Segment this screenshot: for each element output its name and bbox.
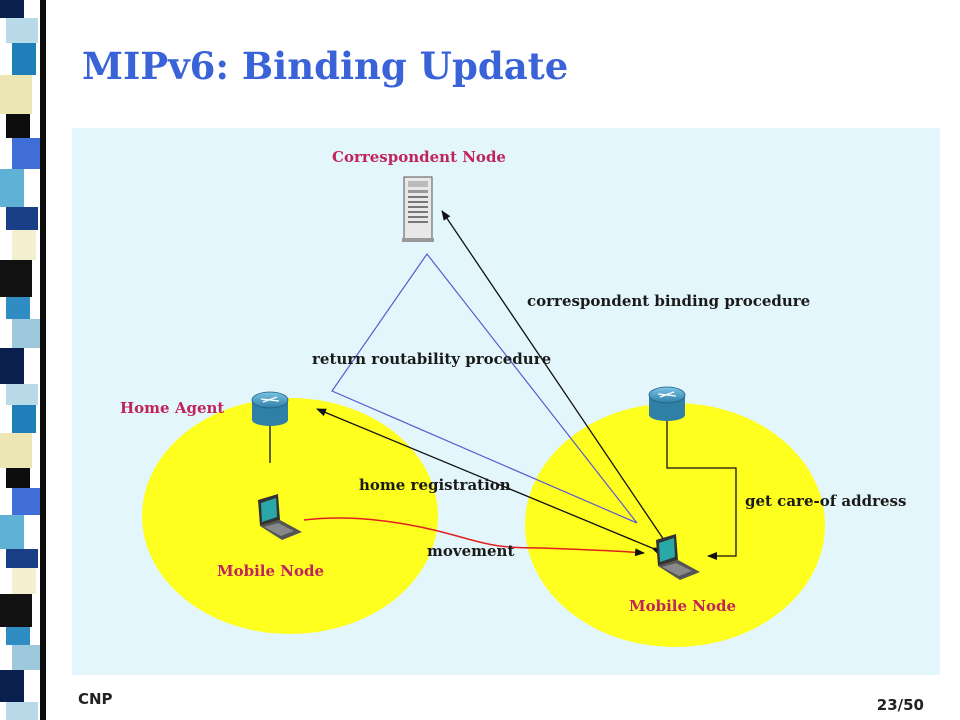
strip-block — [6, 384, 38, 405]
strip-block — [12, 230, 36, 260]
strip-block — [12, 405, 36, 433]
foreign-mobile-node-label: Mobile Node — [629, 597, 736, 615]
strip-block — [0, 0, 24, 18]
return-routability-label: return routability procedure — [312, 350, 551, 368]
strip-block — [0, 433, 32, 468]
strip-block — [6, 18, 38, 43]
footer-course-label: CNP — [78, 690, 113, 708]
correspondent-node-label: Correspondent Node — [332, 148, 506, 166]
movement-label: movement — [427, 542, 514, 560]
strip-block — [0, 260, 32, 297]
home-registration-label: home registration — [359, 476, 511, 494]
slide-title: MIPv6: Binding Update — [82, 44, 569, 88]
foreign-router-icon — [648, 386, 686, 421]
strip-block — [0, 75, 32, 114]
strip-block — [6, 207, 38, 230]
home-agent-router-icon — [251, 391, 289, 426]
correspondent-binding-label: correspondent binding procedure — [527, 292, 810, 310]
strip-block — [6, 549, 38, 568]
home-agent-label: Home Agent — [120, 399, 224, 417]
strip-block — [0, 594, 32, 627]
get-care-of-address-label: get care-of address — [745, 492, 906, 510]
left-decorative-strip — [0, 0, 48, 720]
home-mobile-node-laptop-icon — [258, 494, 302, 540]
strip-block — [12, 568, 36, 594]
strip-spine — [40, 0, 46, 720]
home-registration-arrow — [316, 408, 662, 556]
strip-block — [12, 645, 44, 670]
strip-block — [6, 627, 30, 645]
movement-arrow — [303, 517, 645, 557]
strip-block — [12, 43, 36, 75]
strip-block — [6, 468, 30, 488]
page-number: 23/50 — [876, 696, 924, 714]
strip-block — [12, 488, 44, 515]
strip-block — [0, 515, 24, 549]
strip-block — [6, 114, 30, 138]
strip-block — [0, 670, 24, 702]
foreign-mobile-node-laptop-icon — [656, 534, 700, 580]
strip-block — [0, 169, 24, 207]
binding-update-diagram: Correspondent Node Home Agent Mobile Nod… — [72, 128, 940, 675]
strip-block — [6, 702, 38, 720]
server-icon — [402, 176, 434, 242]
get-care-of-address-arrow — [666, 419, 737, 560]
strip-block — [12, 319, 44, 348]
strip-block — [6, 297, 30, 319]
strip-block — [0, 348, 24, 384]
home-network-ellipse — [142, 398, 438, 634]
strip-block — [12, 138, 44, 169]
home-mobile-node-label: Mobile Node — [217, 562, 324, 580]
